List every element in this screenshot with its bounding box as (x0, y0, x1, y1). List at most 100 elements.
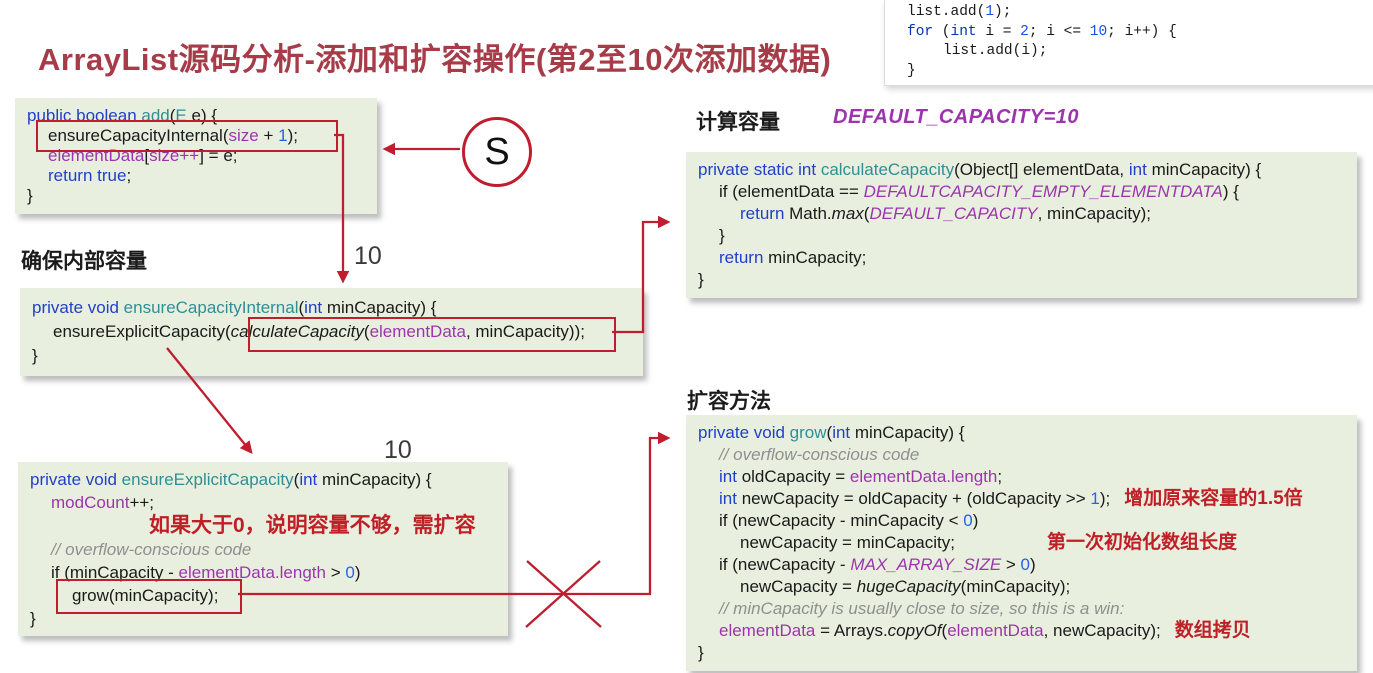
code-token: calculateCapacity (820, 160, 955, 179)
code-token: } (32, 346, 38, 365)
code-token: ) (1030, 555, 1036, 574)
code-token: copyOf (887, 621, 942, 640)
code-token: ( (826, 423, 833, 442)
code-line: list.add(i); (907, 42, 1367, 62)
code-token: , minCapacity)); (465, 322, 585, 341)
code-line: 如果大于0，说明容量不够，需扩容 (30, 514, 496, 538)
highlight-box-ensure-capacity-internal-call (36, 120, 338, 152)
code-token: elementData (947, 621, 1044, 640)
code-token: elementData.length (849, 467, 998, 486)
page-title: ArrayList源码分析-添加和扩容操作(第2至10次添加数据) (38, 42, 832, 77)
code-token: return (740, 204, 790, 223)
code-line: return minCapacity; (698, 247, 1345, 269)
code-token: ; i++) { (1107, 23, 1177, 40)
code-token: = Arrays. (815, 621, 888, 640)
code-token: minCapacity) { (322, 298, 437, 317)
code-token: ( (933, 23, 951, 40)
code-line: return true; (27, 166, 365, 186)
code-token: int (304, 298, 323, 317)
code-token: for (907, 23, 934, 40)
heading-calculate-capacity: 计算容量 (696, 111, 780, 134)
code-line: modCount++; (30, 491, 496, 514)
code-token: 1 (278, 126, 288, 145)
code-token: minCapacity; (768, 248, 867, 267)
code-token: size (228, 126, 259, 145)
code-line: if (newCapacity - MAX_ARRAY_SIZE > 0) (698, 554, 1345, 576)
code-token: int (1128, 160, 1147, 179)
code-token: ) { (1222, 182, 1239, 201)
highlight-box-grow-call (56, 579, 242, 614)
code-token: hugeCapacity (856, 577, 961, 596)
code-token: DEFAULTCAPACITY_EMPTY_ELEMENTDATA (863, 182, 1223, 201)
code-token: ); (287, 126, 298, 145)
code-line: } (32, 344, 631, 368)
code-token: elementData (369, 322, 466, 341)
step-marker-circle: S (462, 117, 532, 187)
code-token: DEFAULT_CAPACITY (869, 204, 1038, 223)
code-token: private void (698, 423, 790, 442)
code-token: 数组拷贝 (1174, 620, 1251, 641)
code-block-calculate-capacity: private static int calculateCapacity(Obj… (686, 152, 1357, 298)
code-line: for (int i = 2; i <= 10; i++) { (907, 23, 1367, 43)
code-token: } (698, 270, 704, 289)
code-token: } (27, 186, 33, 205)
code-token: (Object[] elementData, (954, 160, 1129, 179)
code-token: > (1001, 555, 1021, 574)
code-token: ); (1099, 489, 1111, 508)
code-token: private void (32, 298, 124, 317)
highlight-box-calculate-capacity-call (248, 317, 616, 352)
code-line: // overflow-conscious code (698, 444, 1345, 466)
code-token: if (elementData == (719, 182, 864, 201)
code-token: (minCapacity); (960, 577, 1071, 596)
code-line: private void ensureExplicitCapacity(int … (30, 468, 496, 491)
code-token: newCapacity = (740, 577, 857, 596)
code-token: , minCapacity); (1037, 204, 1151, 223)
code-token: } (698, 643, 704, 662)
code-token: // minCapacity is usually close to size,… (719, 599, 1125, 618)
code-token: if (newCapacity - minCapacity < (719, 511, 964, 530)
code-token: int (299, 470, 318, 489)
code-line: elementData = Arrays.copyOf(elementData,… (698, 620, 1345, 642)
code-line: } (698, 269, 1345, 291)
code-line: } (907, 62, 1367, 82)
code-token: ( (863, 204, 870, 223)
code-token: minCapacity) { (317, 470, 432, 489)
code-token: MAX_ARRAY_SIZE (850, 555, 1002, 574)
code-token: list.add( (907, 4, 986, 20)
heading-ensure-internal-capacity: 确保内部容量 (21, 250, 147, 273)
code-token: // overflow-conscious code (51, 540, 252, 559)
code-line: } (698, 225, 1345, 247)
code-line: if (newCapacity - minCapacity < 0) (698, 510, 1345, 532)
code-token: ensureCapacityInternal( (48, 126, 229, 145)
code-line: int oldCapacity = elementData.length; (698, 466, 1345, 488)
code-token: 0 (1020, 555, 1031, 574)
code-token: int (719, 467, 742, 486)
code-token: ) (354, 563, 361, 582)
code-token: // overflow-conscious code (719, 445, 920, 464)
cross-mark-stroke-2 (525, 560, 601, 628)
code-line: int newCapacity = oldCapacity + (oldCapa… (698, 488, 1345, 510)
code-line: } (698, 642, 1345, 664)
code-line: private void grow(int minCapacity) { (698, 422, 1345, 444)
code-token: ensureExplicitCapacity( (53, 322, 231, 341)
code-token: modCount (51, 493, 130, 512)
code-line: grow(minCapacity); (30, 584, 496, 607)
code-token: } (30, 609, 36, 628)
code-token: minCapacity) { (850, 423, 965, 442)
code-token: ; (126, 166, 132, 185)
code-token: ( (363, 322, 370, 341)
code-token: , newCapacity); (1043, 621, 1161, 640)
code-token: int (719, 489, 742, 508)
code-token: return true (48, 166, 127, 185)
code-token: newCapacity = oldCapacity + (oldCapacity… (741, 489, 1091, 508)
cross-mark-stroke-1 (526, 560, 602, 628)
code-token: ( (169, 106, 176, 125)
code-token: 增加原来容量的1.5倍 (1124, 488, 1303, 509)
code-token: grow (789, 423, 827, 442)
code-token: grow(minCapacity); (72, 586, 219, 605)
code-token: if (minCapacity - (51, 563, 179, 582)
code-token: ( (941, 621, 948, 640)
code-token: ; i <= (1028, 23, 1090, 40)
code-token: max (831, 204, 864, 223)
